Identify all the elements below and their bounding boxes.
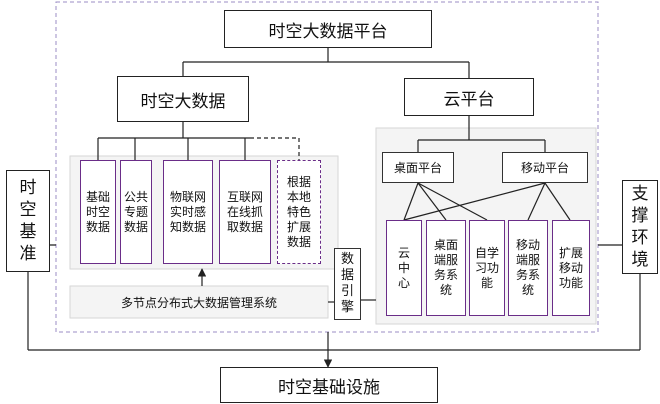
data-engine-label: 数据引擎 — [340, 252, 354, 315]
spatiotemporal-reference-box: 时空基准 — [6, 170, 50, 272]
management-group-bg — [69, 285, 329, 319]
extension-dashed-connector — [250, 137, 300, 160]
cloud-item-label: 扩展移动功能 — [558, 245, 583, 290]
management-system-label: 多节点分布式大数据管理系统 — [120, 295, 277, 310]
management-system-box: 多节点分布式大数据管理系统 — [72, 288, 326, 316]
cloud-item-cloud-center: 云中心 — [386, 220, 422, 316]
desktop-platform-box: 桌面平台 — [382, 152, 454, 183]
data-category-basic: 基础时空数据 — [80, 160, 116, 264]
cloud-item-label: 自学习功能 — [474, 245, 499, 290]
cloud-item-label: 桌面端服务系统 — [433, 238, 458, 297]
cloud-connectors — [403, 116, 571, 221]
cloud-item-label: 云中心 — [397, 245, 410, 290]
data-category-internet: 互联网在线抓取数据 — [219, 160, 271, 264]
data-category-label: 公共专题数据 — [123, 189, 148, 234]
data-category-thematic: 公共专题数据 — [120, 160, 152, 264]
cloud-item-extended-mobile: 扩展移动功能 — [552, 220, 590, 316]
data-category-local-extension: 根据本地特色扩展数据 — [277, 160, 321, 264]
cloud-item-label: 移动端服务系统 — [515, 238, 540, 297]
tree-top-connectors — [182, 48, 470, 78]
data-category-label: 互联网在线抓取数据 — [226, 189, 263, 234]
data-category-label: 物联网实时感知数据 — [169, 189, 206, 234]
data-category-label: 根据本地特色扩展数据 — [286, 174, 311, 249]
cloud-title: 云平台 — [443, 89, 495, 110]
data-category-label: 基础时空数据 — [85, 189, 110, 234]
platform-boundary — [55, 1, 599, 333]
cloud-item-mobile-service: 移动端服务系统 — [508, 220, 548, 316]
big-data-title: 时空大数据 — [140, 91, 226, 112]
support-environment-box: 支撑环境 — [622, 180, 658, 274]
mobile-platform-label: 移动平台 — [520, 161, 569, 175]
cloud-item-self-learning: 自学习功能 — [469, 220, 505, 316]
cloud-item-desktop-service: 桌面端服务系统 — [426, 220, 466, 316]
data-category-iot: 物联网实时感知数据 — [163, 160, 213, 264]
data-engine-box: 数据引擎 — [334, 248, 361, 320]
mobile-platform-box: 移动平台 — [502, 152, 588, 183]
infrastructure-label: 时空基础设施 — [278, 377, 380, 398]
big-data-box: 时空大数据 — [117, 76, 249, 122]
platform-title: 时空大数据平台 — [268, 21, 388, 42]
desktop-platform-label: 桌面平台 — [393, 161, 442, 175]
big-data-connectors — [97, 122, 250, 160]
platform-title-box: 时空大数据平台 — [224, 10, 432, 48]
spatiotemporal-reference-label: 时空基准 — [19, 178, 37, 264]
infrastructure-box: 时空基础设施 — [220, 367, 438, 403]
support-environment-label: 支撑环境 — [631, 184, 649, 270]
cloud-platform-box: 云平台 — [404, 78, 534, 116]
